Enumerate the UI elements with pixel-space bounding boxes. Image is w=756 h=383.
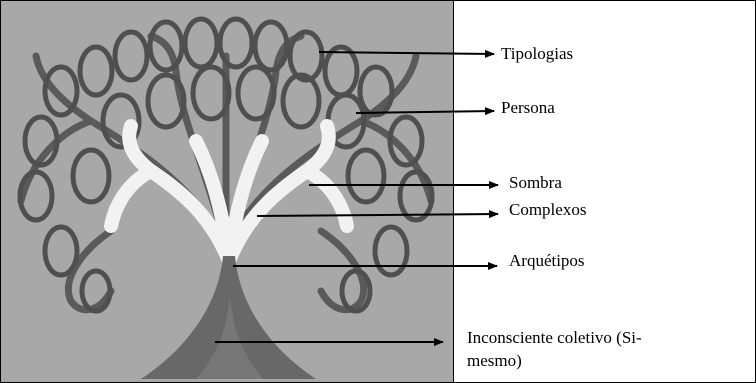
label-tipologias: Tipologias <box>501 44 573 64</box>
label-complexos: Complexos <box>509 200 586 220</box>
arrow-persona <box>356 111 494 113</box>
arrow-tipologias <box>319 52 494 54</box>
label-arquetipos: Arquétipos <box>509 251 585 271</box>
label-sombra: Sombra <box>509 173 562 193</box>
label-persona: Persona <box>501 98 555 118</box>
label-inconsciente-line2: mesmo) <box>467 351 522 371</box>
arrow-complexos <box>257 214 498 216</box>
label-inconsciente-line1: Inconsciente coletivo (Si- <box>467 328 642 348</box>
